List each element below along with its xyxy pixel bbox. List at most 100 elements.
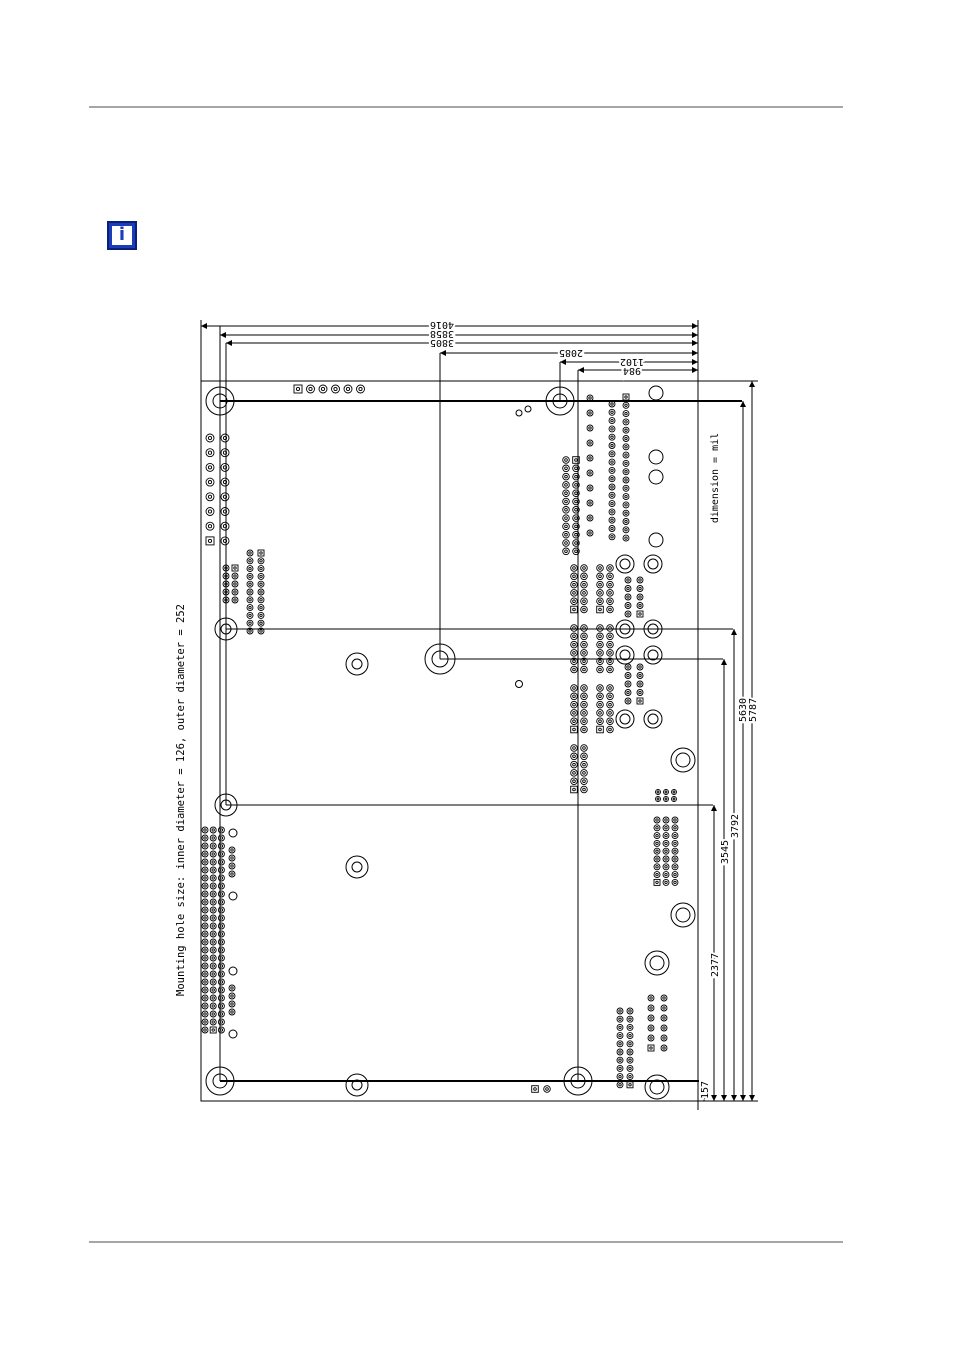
connector-pin-hole bbox=[211, 924, 215, 928]
connector-pin-hole bbox=[655, 833, 659, 838]
connector-pin bbox=[624, 680, 632, 688]
connector-pin-hole bbox=[203, 932, 207, 936]
connector-pin bbox=[205, 448, 215, 458]
connector-pin bbox=[636, 689, 644, 696]
connector-pin bbox=[570, 760, 578, 769]
connector-pin-hole bbox=[219, 972, 224, 976]
mounting-hole bbox=[214, 617, 238, 641]
connector-pin-hole bbox=[572, 582, 576, 587]
connector-pin-hole bbox=[248, 582, 252, 586]
dim-label-1102: 1102 bbox=[620, 356, 644, 367]
connector-pin bbox=[662, 839, 670, 847]
connector-pin bbox=[570, 692, 578, 701]
mounting-hole bbox=[345, 1073, 369, 1097]
connector-pin-hole bbox=[664, 797, 668, 801]
connector-pin-hole bbox=[219, 1004, 224, 1008]
mounting-hole bbox=[643, 709, 663, 729]
connector-pin-hole bbox=[628, 1033, 632, 1038]
connector-pin bbox=[257, 557, 265, 565]
connector-pin-hole bbox=[628, 1066, 632, 1071]
connector-pin-hole bbox=[598, 626, 602, 630]
connector-pin-hole bbox=[662, 1016, 666, 1020]
connector-pin bbox=[671, 847, 679, 855]
connector-pin-hole bbox=[664, 818, 668, 822]
connector-pin bbox=[217, 1026, 225, 1034]
connector-pin bbox=[586, 409, 594, 417]
connector-pin-hole bbox=[211, 956, 215, 960]
connector-pin bbox=[217, 874, 225, 882]
connector-pin-hole bbox=[598, 686, 602, 690]
connector-pin-hole bbox=[598, 642, 602, 647]
connector-pin bbox=[572, 539, 580, 547]
connector-pin-hole bbox=[222, 509, 228, 514]
connector-pin bbox=[572, 506, 580, 514]
mounting-hole bbox=[424, 643, 456, 675]
connector-pin bbox=[209, 850, 217, 858]
connector-pin-hole bbox=[233, 598, 237, 602]
connector-pin bbox=[570, 597, 578, 605]
connector-pin-hole bbox=[598, 582, 602, 587]
connector-pin bbox=[626, 1056, 634, 1064]
connector-pin bbox=[231, 580, 239, 588]
connector-pin bbox=[217, 962, 225, 970]
connector-pin-hole bbox=[203, 908, 207, 912]
connector-pin bbox=[626, 1032, 634, 1040]
connector-pin bbox=[624, 610, 632, 618]
board-pad bbox=[648, 469, 664, 485]
connector-pin-hole bbox=[673, 818, 677, 822]
connector-pin bbox=[636, 672, 644, 679]
connector-pin-hole bbox=[572, 762, 576, 767]
connector-pin bbox=[626, 1007, 634, 1015]
connector-pin-hole bbox=[588, 441, 592, 445]
connector-pin-hole bbox=[610, 443, 614, 448]
connector-pin bbox=[662, 863, 670, 871]
connector-pin bbox=[622, 418, 630, 426]
connector-pin bbox=[562, 539, 570, 547]
connector-pin bbox=[562, 522, 570, 531]
connector-pin bbox=[231, 588, 239, 596]
connector-pin bbox=[209, 858, 217, 866]
connector-pin bbox=[580, 589, 588, 597]
connector-pin bbox=[201, 1010, 209, 1018]
connector-pin bbox=[653, 871, 661, 879]
connector-pin bbox=[246, 604, 254, 612]
connector-pin-hole bbox=[574, 516, 578, 520]
dim-label-5787: 5787 bbox=[748, 698, 759, 722]
connector-pin-hole bbox=[211, 1028, 215, 1032]
connector-pin-hole bbox=[624, 511, 628, 515]
connector-pin-hole bbox=[207, 465, 213, 470]
connector-pin bbox=[228, 992, 236, 1000]
connector-pin bbox=[220, 521, 230, 531]
connector-pin-hole bbox=[618, 1017, 622, 1021]
connector-pin-hole bbox=[664, 790, 668, 794]
board-pad bbox=[228, 828, 238, 838]
connector-pin bbox=[622, 526, 630, 534]
connector-pin bbox=[662, 832, 670, 840]
connector-pin-hole bbox=[574, 541, 578, 545]
connector-pin-hole bbox=[624, 420, 628, 424]
connector-pin bbox=[205, 521, 215, 531]
connector-pin bbox=[596, 572, 604, 581]
dim-label-5630: 5630 bbox=[738, 698, 749, 722]
connector-pin bbox=[209, 1026, 217, 1034]
connector-pin-hole bbox=[610, 452, 614, 456]
connector-pin-hole bbox=[626, 673, 630, 678]
connector-pin-hole bbox=[649, 1026, 653, 1030]
connector-pin-hole bbox=[203, 1028, 207, 1032]
connector-pin bbox=[616, 1048, 624, 1056]
connector-pin-hole bbox=[219, 956, 224, 960]
connector-pin bbox=[606, 700, 614, 709]
dim-label-2085: 2085 bbox=[559, 347, 583, 358]
connector-pin-hole bbox=[545, 1087, 549, 1091]
connector-pin-hole bbox=[203, 852, 207, 856]
connector-pin bbox=[201, 954, 209, 962]
connector-pin-hole bbox=[626, 586, 630, 591]
connector-pin bbox=[671, 816, 679, 824]
unit-note: dimension = mil bbox=[710, 433, 721, 523]
connector-pin bbox=[626, 1081, 634, 1089]
connector-pin-hole bbox=[624, 461, 628, 466]
connector-pin bbox=[624, 602, 632, 609]
connector-pin bbox=[257, 580, 265, 588]
connector-pin bbox=[586, 484, 594, 492]
connector-pin-hole bbox=[219, 884, 224, 888]
